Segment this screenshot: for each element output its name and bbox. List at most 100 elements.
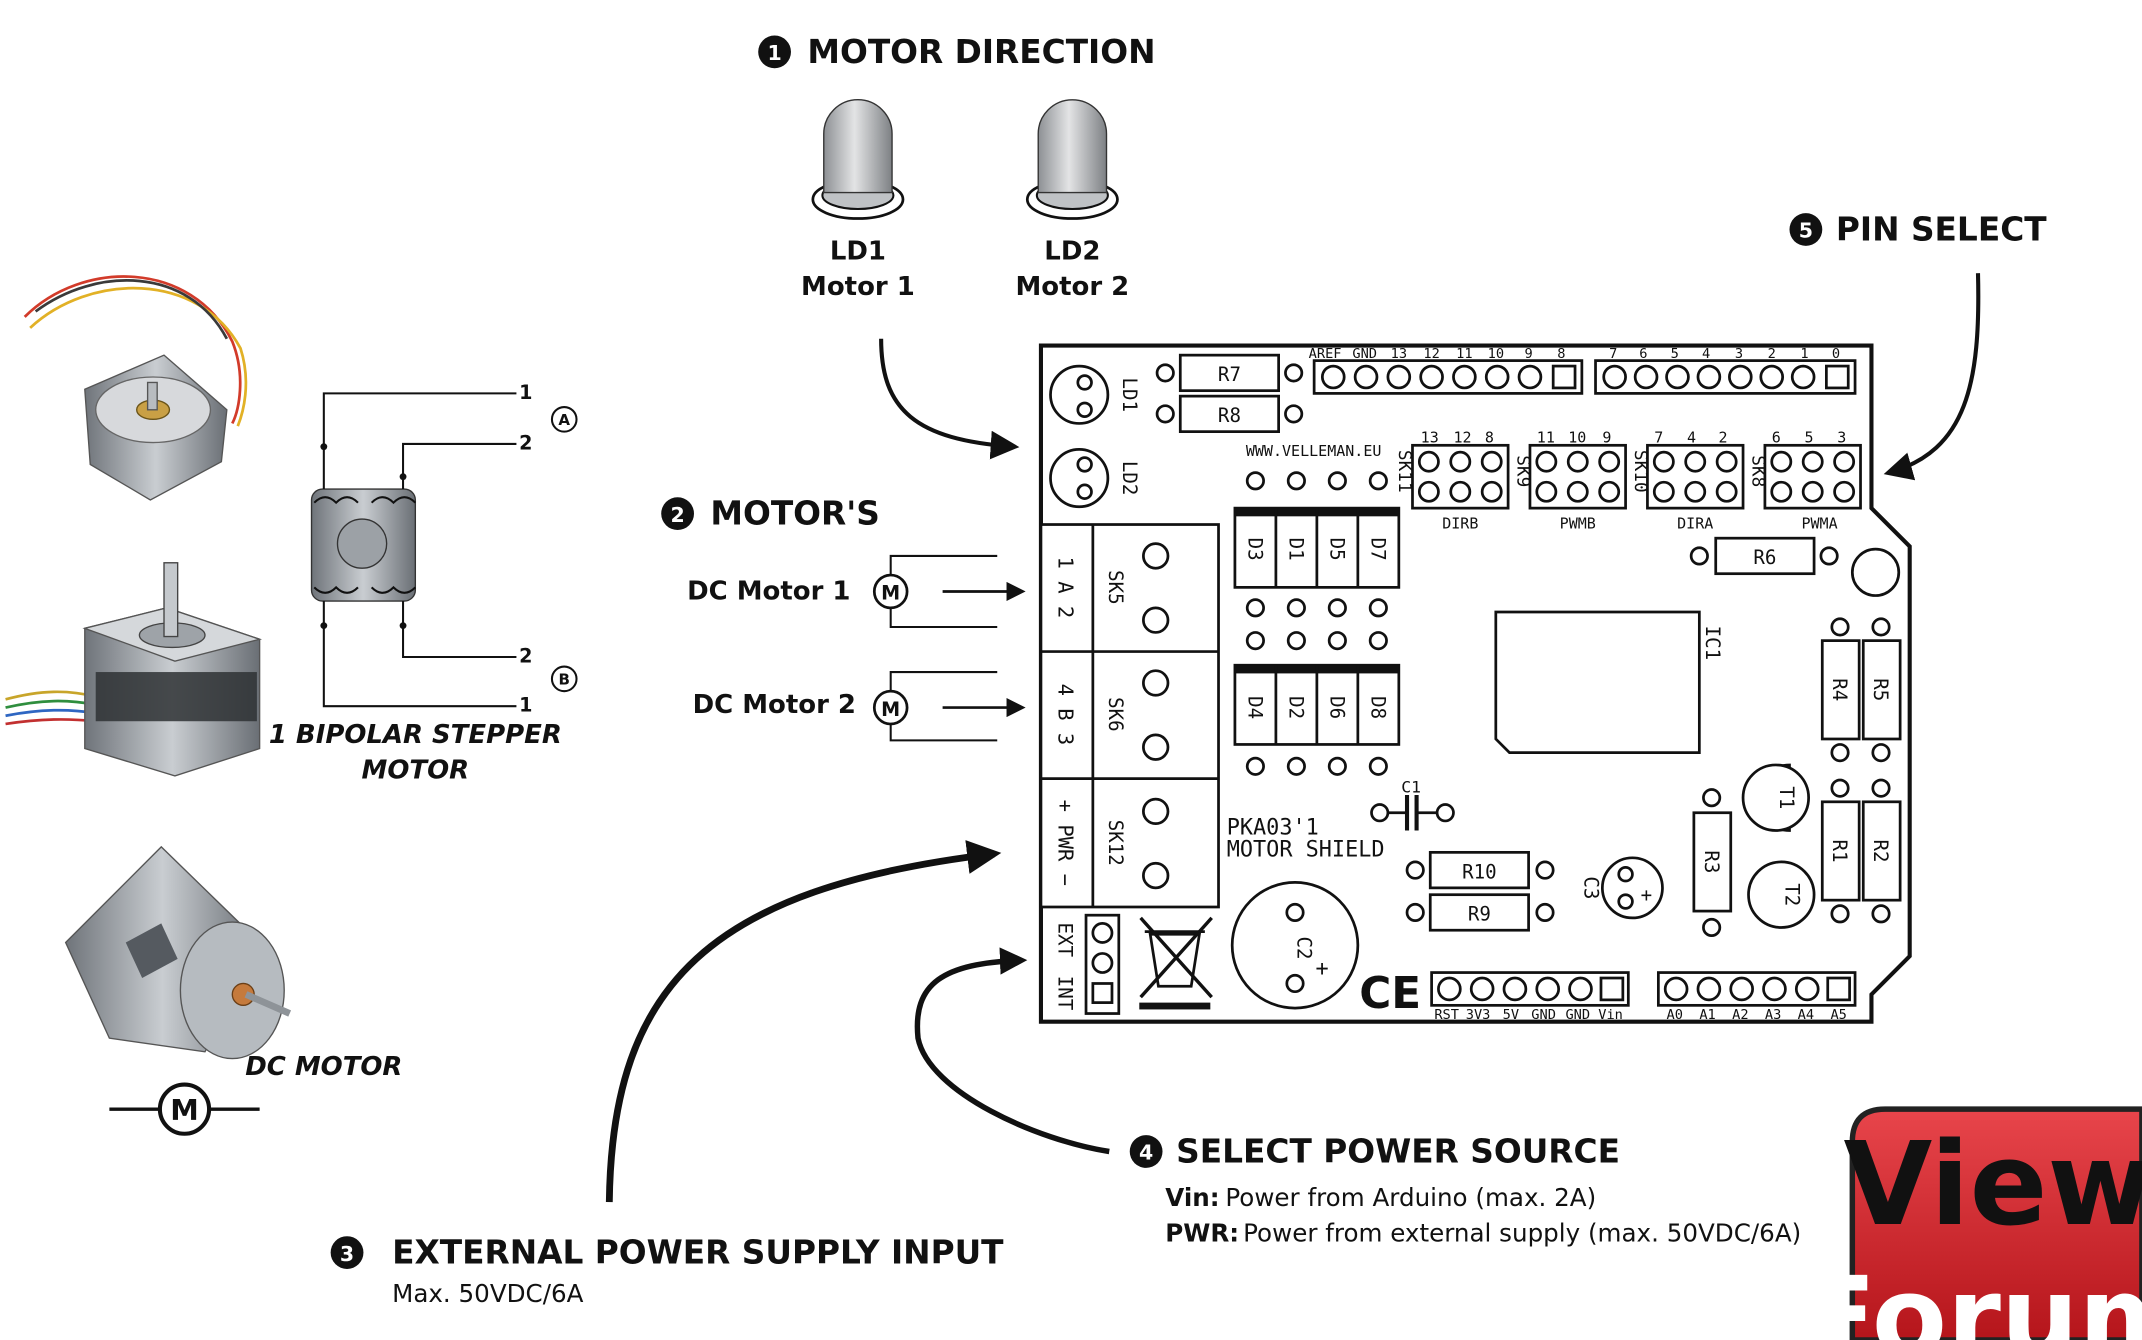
header-bottom-power: RST 3V3 5V GND GND Vin: [1430, 971, 1630, 1023]
coil-a-label: A: [558, 411, 570, 429]
header-top-digital-high: AREF GND 13 12 11 10 9 8: [1309, 346, 1584, 395]
d8-pad-top: [1368, 631, 1388, 651]
r3-pad-top: [1702, 788, 1722, 808]
weee-bin-body: [1148, 932, 1201, 988]
r2-pad-bottom: [1871, 904, 1891, 924]
dc-motor-photo: DC MOTOR M: [64, 845, 402, 1136]
mounting-hole: [1850, 547, 1901, 597]
header-bottom-analog: A0 A1 A2 A3 A4 A5: [1656, 971, 1857, 1023]
nema-wire-3: [5, 708, 96, 718]
stepper-wire-a1: [322, 392, 517, 490]
c3-label: C3: [1580, 876, 1603, 899]
weee-cross-2: [1139, 916, 1213, 999]
dira-pin-b1: [1652, 480, 1675, 503]
header-top-1-pin-7: [1517, 364, 1543, 390]
pwma-pin-a2: [1801, 450, 1824, 473]
jumper-dira: 7 4 2 DIRA SK10: [1630, 429, 1745, 533]
stepper-caption-line1: 1 BIPOLAR STEPPER: [269, 720, 562, 750]
pin-label-a1: A1: [1699, 1007, 1715, 1023]
stepper-node-a1: [320, 443, 328, 451]
pcb-ld1-pad-a: [1076, 374, 1093, 391]
d1-pad-top: [1286, 471, 1306, 491]
pwma-pin-a1: [1770, 450, 1793, 473]
pin-label-5: 5: [1671, 346, 1679, 362]
dc-motor-vent: [125, 923, 178, 979]
header-top-2-pin-2: [1633, 364, 1659, 390]
sk12-pin-labels: + PWR −: [1054, 800, 1078, 886]
callout-1-title: MOTOR DIRECTION: [807, 33, 1155, 71]
r3-body: [1692, 811, 1733, 913]
sk9-label: SK9: [1513, 455, 1533, 487]
stepper-node-b2: [399, 622, 407, 630]
r10-pad-right: [1535, 860, 1555, 880]
pin-label-11: 11: [1456, 346, 1472, 362]
ext-label: EXT: [1054, 923, 1077, 958]
sk12-screw-1: [1142, 797, 1170, 826]
r4-label: R4: [1828, 678, 1851, 701]
arrow-to-ext-int-jumper: [914, 947, 1110, 1155]
dc-motor-endcap: [179, 921, 285, 1060]
r3-label: R3: [1700, 850, 1723, 873]
callout-3-title: EXTERNAL POWER SUPPLY INPUT: [392, 1234, 1004, 1272]
stepper-small-shaft: [146, 381, 158, 411]
header-bottom-1-pin-3: [1502, 976, 1528, 1002]
nema-shaft: [163, 562, 179, 638]
header-bottom-1-pin-6: [1599, 976, 1625, 1002]
pwma-pin-6: 6: [1772, 429, 1781, 447]
sk6-screw-2: [1142, 733, 1170, 761]
ce-mark: CE: [1359, 968, 1421, 1019]
stepper-wire-label-b2: 2: [519, 644, 532, 667]
transistor-t2: T2: [1747, 860, 1816, 929]
r3-pad-bottom: [1702, 917, 1722, 938]
pin-label-2: 2: [1768, 346, 1776, 362]
pcb-url: WWW.VELLEMAN.EU: [1246, 442, 1382, 460]
dirb-pin-b2: [1449, 480, 1472, 503]
r9-pad-right: [1535, 902, 1555, 923]
header-bottom-2-frame: [1656, 971, 1857, 1007]
jumper-dirb: 13 12 8 DIRB SK11: [1394, 429, 1510, 533]
r5-body: [1861, 639, 1902, 741]
callout-select-power-source: 4 SELECT POWER SOURCE Vin: Power from Ar…: [1129, 1132, 1801, 1248]
view-forum-badge-bg[interactable]: [1849, 1106, 2142, 1340]
pcb-ld1-label: LD1: [1118, 378, 1141, 413]
led-ld1-dome: [823, 99, 893, 194]
c2-label: C2: [1293, 936, 1316, 959]
nema-wire-4: [5, 718, 96, 726]
coil-b-badge: [550, 665, 578, 693]
r9-body: [1428, 893, 1530, 932]
pwma-pin-b2: [1801, 480, 1824, 503]
transistor-t1: T1: [1741, 763, 1810, 832]
view-forum-button[interactable]: View Forum: [1802, 1106, 2142, 1340]
d5-label: D5: [1326, 538, 1349, 561]
dirb-pin-a2: [1449, 450, 1472, 473]
callout-1-badge: [758, 35, 791, 69]
callout-2-title: MOTOR'S: [710, 495, 880, 533]
header-bottom-2-pin-2: [1696, 976, 1722, 1002]
dc-motor-1-m-circle: [872, 573, 909, 610]
callout-5-number: 5: [1799, 219, 1813, 243]
dira-pin-b3: [1715, 480, 1738, 503]
dira-pin-7: 7: [1654, 429, 1663, 447]
stepper-wire-label-b1: 1: [519, 694, 532, 717]
r6-label: R6: [1753, 546, 1776, 569]
sk10-label: SK10: [1630, 450, 1650, 493]
d5-pad-bottom: [1327, 598, 1347, 618]
r10-body: [1428, 850, 1530, 890]
r5-pad-top: [1871, 617, 1891, 637]
view-forum-line1[interactable]: View: [1844, 1118, 2142, 1252]
pwmb-pin-11: 11: [1537, 429, 1555, 447]
stepper-motor-photo-small: [23, 275, 248, 501]
dc-motor-2-m: M: [881, 698, 900, 721]
dira-pin-4: 4: [1687, 429, 1696, 447]
r8-pad-right: [1284, 404, 1304, 424]
dc-motor-1-m: M: [881, 582, 900, 605]
callout-4-number: 4: [1139, 1141, 1153, 1165]
header-bottom-2-pin-3: [1729, 976, 1754, 1002]
dc-motor-1-label: DC Motor 1: [687, 577, 850, 607]
pin-label-gnd-1: GND: [1531, 1007, 1556, 1023]
r4-pad-bottom: [1830, 743, 1850, 763]
dira-pin-a3: [1715, 450, 1738, 473]
dira-pin-2: 2: [1718, 429, 1727, 447]
view-forum-line2[interactable]: Forum: [1802, 1254, 2142, 1340]
dc-motor-2-label: DC Motor 2: [693, 690, 856, 720]
